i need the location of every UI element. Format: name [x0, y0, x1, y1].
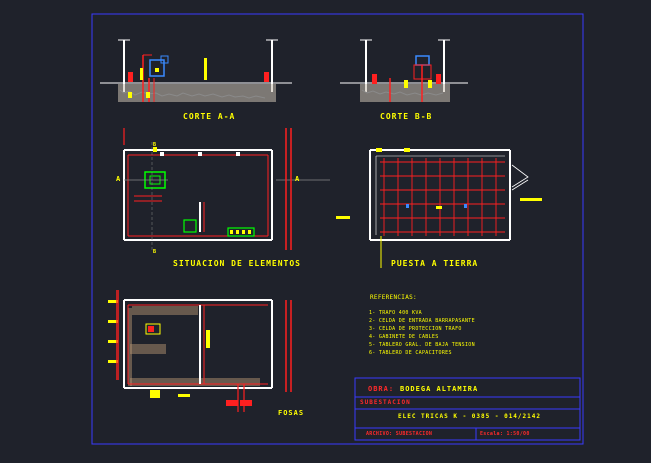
escala-label: Escala: 1:50/00: [480, 431, 530, 437]
fosas-plan: [108, 290, 292, 412]
section-marker-a-left: A: [116, 175, 122, 183]
reference-item: 5- TABLERO GRAL. DE BAJA TENSION: [369, 342, 475, 348]
reference-item: 1- TRAFO 400 KVA: [369, 310, 422, 316]
corte-b-section: [340, 39, 468, 102]
obra-label: OBRA:: [368, 385, 395, 393]
corte-b-title: CORTE B-B: [380, 112, 433, 121]
references-title: REFERENCIAS:: [370, 294, 417, 301]
title-row-3: ELEC TRICAS K - 0385 - 014/2142: [398, 413, 541, 420]
sheet-frame: [91, 13, 584, 445]
reference-item: 6- TABLERO DE CAPACITORES: [369, 350, 452, 356]
reference-item: 4- GABINETE DE CABLES: [369, 334, 439, 340]
situacion-plan: [123, 128, 330, 250]
corte-a-title: CORTE A-A: [183, 112, 236, 121]
title-block: [354, 377, 581, 441]
archivo-label: ARCHIVO: SUBESTACION: [366, 431, 433, 437]
reference-item: 2- CELDA DE ENTRADA BARRAPASANTE: [369, 318, 475, 324]
puesta-tierra-plan: [336, 148, 542, 268]
fosas-title: FOSAS: [278, 409, 305, 417]
corte-a-section: [100, 39, 292, 102]
section-marker-b-bottom: B: [153, 249, 158, 255]
situacion-title: SITUACION DE ELEMENTOS: [173, 259, 301, 268]
reference-item: 3- CELDA DE PROTECCION TRAFO: [369, 326, 462, 332]
section-marker-a-right: A: [295, 175, 301, 183]
title-row-2: SUBESTACION: [360, 399, 411, 406]
puesta-tierra-title: PUESTA A TIERRA: [391, 259, 479, 268]
obra-value: BODEGA ALTAMIRA: [400, 385, 479, 393]
section-marker-b-top: B: [153, 142, 158, 148]
